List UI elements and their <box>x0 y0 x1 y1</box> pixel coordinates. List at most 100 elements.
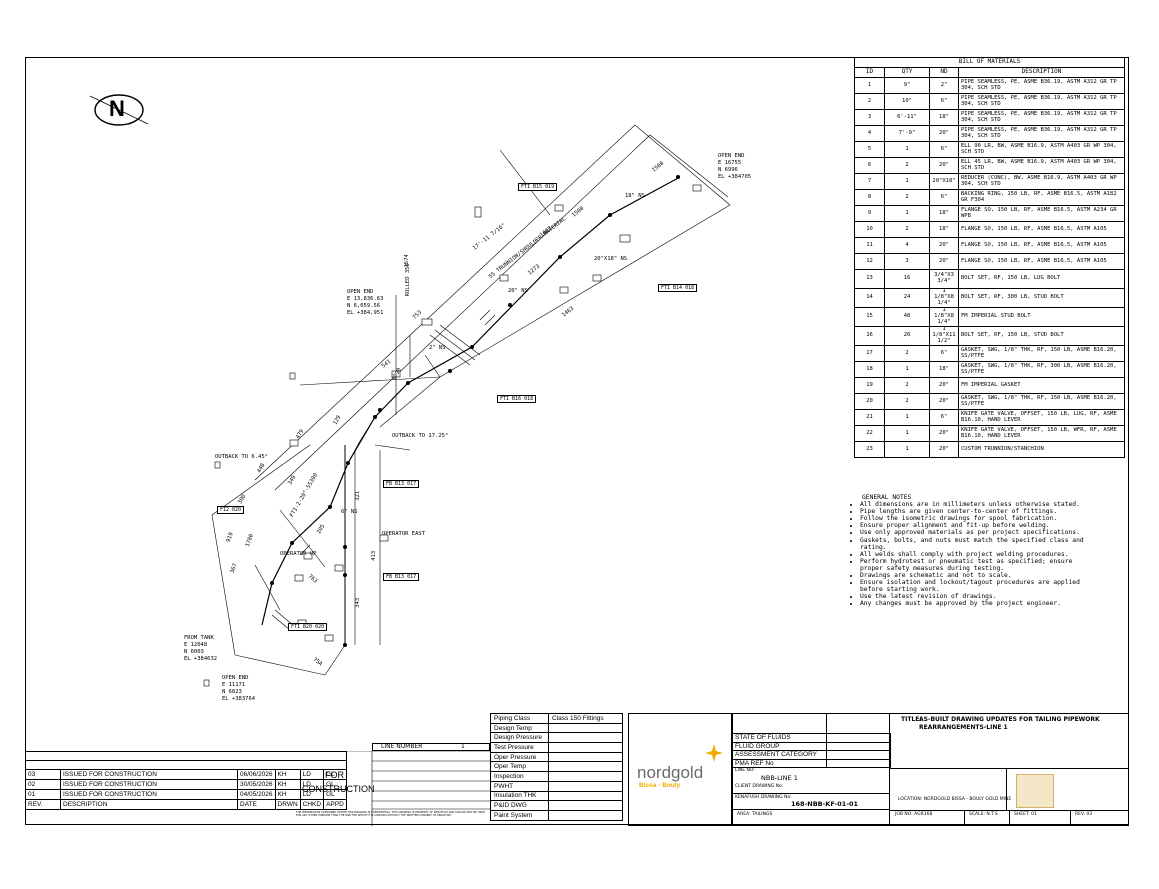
bom-cell-nd: 6" <box>929 345 959 362</box>
note-item: Drawings are schematic and not to scale. <box>860 572 1098 579</box>
rev-approved: APPD <box>323 799 347 810</box>
bom-cell-description: ELL 90 LR, BW, ASME B16.9, ASTM A403 GR … <box>958 141 1125 158</box>
bom-cell-description: GASKET, SWG, 1/8" THK, RF, 150 LB, ASME … <box>958 393 1125 410</box>
bom-cell-id: 21 <box>854 409 885 426</box>
nominal-size-label: 20"X18" NS <box>594 256 628 262</box>
bom-cell-id: 9 <box>854 205 885 222</box>
bom-cell-qty: 1 <box>884 141 930 158</box>
brand-sub: Bissa - Bouly <box>639 782 681 789</box>
piping-param-label: Piping Class <box>490 713 549 724</box>
fluid-row: STATE OF FLUIDS <box>732 733 891 743</box>
general-notes: GENERAL NOTES All dimensions are in mill… <box>848 494 1098 608</box>
bom-cell-nd: 6" <box>929 189 959 206</box>
rev-number: 03 <box>25 769 61 780</box>
bom-cell-description: KNIFE GATE VALVE, OFFSET, 150 LB, WFR, R… <box>958 425 1125 442</box>
bom-cell-description: FM IMPERIAL STUD BOLT <box>958 307 1125 327</box>
piping-param-label: PWHT <box>490 780 549 792</box>
title-label: TITLE: <box>901 716 922 723</box>
bom-cell-id: 7 <box>854 173 885 190</box>
bom-cell-nd: 20" <box>929 425 959 442</box>
bom-cell-id: 10 <box>854 221 885 238</box>
spool-tag: FB B13 017 <box>383 480 420 488</box>
notes-list: All dimensions are in millimeters unless… <box>848 501 1098 607</box>
bom-cell-id: 11 <box>854 237 885 254</box>
note-item: All welds shall comply with project weld… <box>860 551 1098 558</box>
bom-cell-id: 5 <box>854 141 885 158</box>
nordgold-star-icon <box>705 744 723 762</box>
disclaimer: THE INFORMATION CONTAINED WITHIN THIS DR… <box>296 811 485 817</box>
piping-param-value <box>548 722 623 734</box>
piping-row: Oper Pressure <box>490 751 623 763</box>
bom-cell-qty: 20 <box>884 326 930 346</box>
bom-cell-description: FLANGE SO, 150 LB, RF, ASME B16.5, ASTM … <box>958 237 1125 254</box>
note-item: All dimensions are in millimeters unless… <box>860 501 1098 508</box>
line-no-box: LINE NO: NBB-LINE 1 CLIENT DRAWING No: <box>732 767 890 794</box>
line-number-label: LINE NUMBER <box>381 743 423 750</box>
rev: REV. 03 <box>1075 812 1093 817</box>
note-item: Use the latest revision of drawings. <box>860 593 1098 600</box>
bom-cell-qty: 1 <box>884 205 930 222</box>
piping-param-value <box>548 780 623 792</box>
bom-cell-qty: 1 <box>884 441 930 458</box>
spool-tag: FTI B15 019 <box>518 183 558 191</box>
bom-cell-description: PIPE SEAMLESS, PE, ASME B36.19, ASTM A31… <box>958 125 1125 142</box>
bom-cell-description: GASKET, SWG, 1/8" THK, RF, 150 LB, ASME … <box>958 345 1125 362</box>
notes-title: GENERAL NOTES <box>862 494 912 501</box>
note-item: Use only approved materials as per proje… <box>860 529 1098 536</box>
bom-cell-nd: 1 1/8"X11 1/2" <box>929 326 959 346</box>
piping-param-value: Class 150 Fittings <box>548 713 623 724</box>
bom-cell-description: FLANGE SO, 150 LB, RF, ASME B16.5, ASTM … <box>958 205 1125 222</box>
piping-param-value <box>548 732 623 744</box>
outback-label: OUTBACK TO 17.25° <box>392 433 449 439</box>
bom-cell-qty: 24 <box>884 288 930 308</box>
bom-cell-nd: 6" <box>929 141 959 158</box>
piping-param-label: Oper Pressure <box>490 751 549 763</box>
scale: SCALE: N.T.S <box>969 812 998 817</box>
bom-cell-qty: 1 <box>884 173 930 190</box>
bom-cell-qty: 7'-9" <box>884 125 930 142</box>
bom-cell-description: PIPE SEAMLESS, PE, ASME B36.19, ASTM A31… <box>958 77 1125 94</box>
bom-cell-description: ELL 45 LR, BW, ASME B16.9, ASTM A403 GR … <box>958 157 1125 174</box>
open-end-top-title: OPEN END <box>718 153 745 159</box>
from-tank-el: EL +384632 <box>184 656 218 662</box>
fluid-row: FLUID GROUP <box>732 741 891 751</box>
bom-cell-nd: 20" <box>929 377 959 394</box>
bom-cell-nd: 3/4"X3 3/4" <box>929 269 959 289</box>
fluid-value <box>826 750 891 760</box>
north-arrow-icon <box>89 94 149 126</box>
piping-param-value <box>548 771 623 782</box>
title-sep-2 <box>1009 810 1010 826</box>
kenafush-label: KENAFUSH DRAWING No: <box>735 795 792 800</box>
bom-cell-description: REDUCER (CONC), BW, ASME B16.9, ASTM A40… <box>958 173 1125 190</box>
bom-cell-id: 20 <box>854 393 885 410</box>
client-dwg-label: CLIENT DRAWING No: <box>735 784 784 789</box>
open-end-top-e: E 16755 <box>718 160 742 166</box>
fluid-label: STATE OF FLUIDS <box>732 733 827 743</box>
line-number-box: LINE NUMBER 1 <box>372 743 490 751</box>
bom-header-description: DESCRIPTION <box>958 67 1125 78</box>
rev-number: 01 <box>25 789 61 800</box>
bom-cell-id: 22 <box>854 425 885 442</box>
bom-cell-description: BOLT SET, RF, 150 LB, LUG BOLT <box>958 269 1125 289</box>
piping-row: PWHT <box>490 780 623 792</box>
bom-cell-nd: 18" <box>929 109 959 126</box>
brand-name: nordgold <box>637 763 704 782</box>
open-end-mid-title: OPEN END <box>347 289 374 295</box>
bom-cell-nd: 6" <box>929 93 959 110</box>
bom-cell-description: PIPE SEAMLESS, PE, ASME B36.19, ASTM A31… <box>958 109 1125 126</box>
bom-cell-qty: 1 <box>884 409 930 426</box>
piping-param-label: Inspection <box>490 771 549 782</box>
bom-cell-description: PIPE SEAMLESS, PE, ASME B36.19, ASTM A31… <box>958 93 1125 110</box>
bom-cell-nd: 20"X18" <box>929 173 959 190</box>
